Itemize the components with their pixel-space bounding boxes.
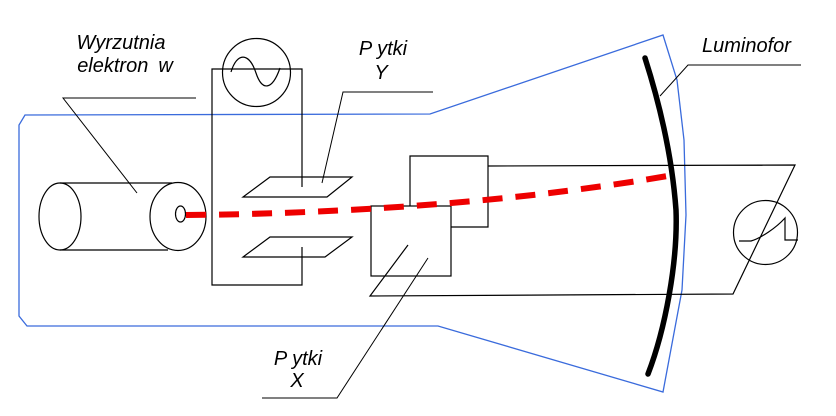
leader-luminofor	[659, 64, 801, 97]
leader-electron-gun	[61, 97, 196, 194]
label-electron-gun-line1: Wyrzutnia	[77, 32, 166, 54]
sawtooth-wave-icon	[739, 216, 798, 242]
sine-wave-icon	[230, 56, 281, 87]
electron-beam	[185, 172, 674, 218]
y-plate-bottom	[241, 236, 354, 258]
y-frame	[211, 68, 303, 286]
gun-aperture	[174, 205, 187, 223]
label-x-plates-line2: X	[289, 370, 304, 392]
leader-y-plates	[321, 91, 433, 184]
y-deflection-assembly	[211, 37, 354, 286]
phosphor-screen-arc	[642, 55, 679, 377]
label-y-plates-line1: P ytki	[359, 38, 408, 60]
tube-envelope-outline	[18, 34, 687, 393]
sine-generator-icon	[221, 37, 292, 108]
x-deflection-assembly	[368, 155, 799, 297]
sawtooth-generator-icon	[732, 199, 799, 266]
leader-x-plates	[262, 257, 429, 399]
x-wiring	[368, 164, 796, 297]
label-luminofor: Luminofor	[702, 35, 792, 57]
y-plate-top	[241, 176, 354, 198]
x-plate-front	[370, 205, 452, 277]
label-x-plates-line1: P ytki	[274, 348, 323, 370]
gun-rear-ellipse	[38, 182, 82, 251]
electron-gun	[38, 181, 207, 252]
x-plate-back	[409, 155, 489, 228]
gun-body-lines	[60, 182, 172, 251]
label-y-plates-line2: Y	[374, 62, 389, 84]
label-electron-gun-line2: elektron w	[77, 55, 174, 77]
